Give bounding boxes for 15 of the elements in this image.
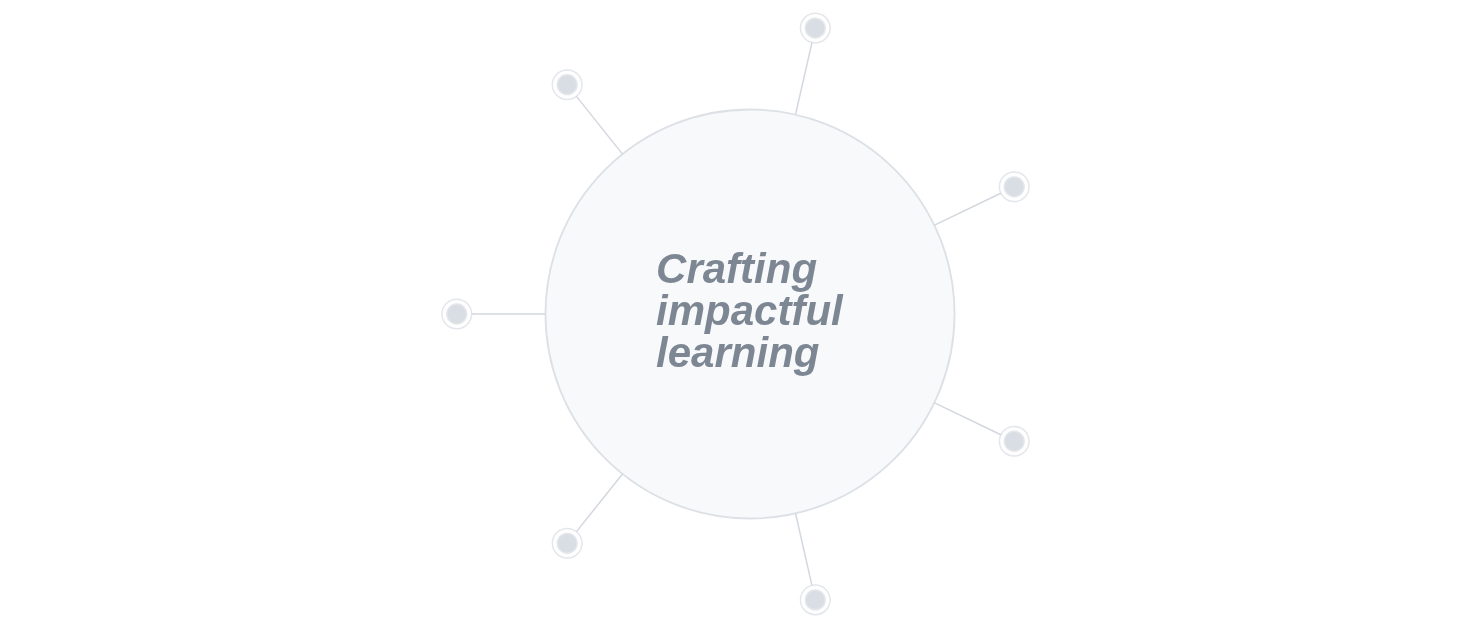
connector (794, 41, 813, 115)
connector (933, 402, 1001, 436)
node-circle (998, 425, 1030, 457)
connector (933, 192, 1001, 226)
node-circle (440, 298, 472, 330)
node-circle (551, 527, 583, 559)
node-circle (998, 171, 1030, 203)
node-circle (551, 69, 583, 101)
connector (575, 95, 623, 155)
node-circle (799, 12, 831, 44)
node-circle: Crafting impactful learning (544, 108, 955, 520)
connector (794, 513, 813, 587)
node-circle (799, 584, 831, 616)
connector (470, 313, 546, 315)
connector (575, 473, 623, 533)
